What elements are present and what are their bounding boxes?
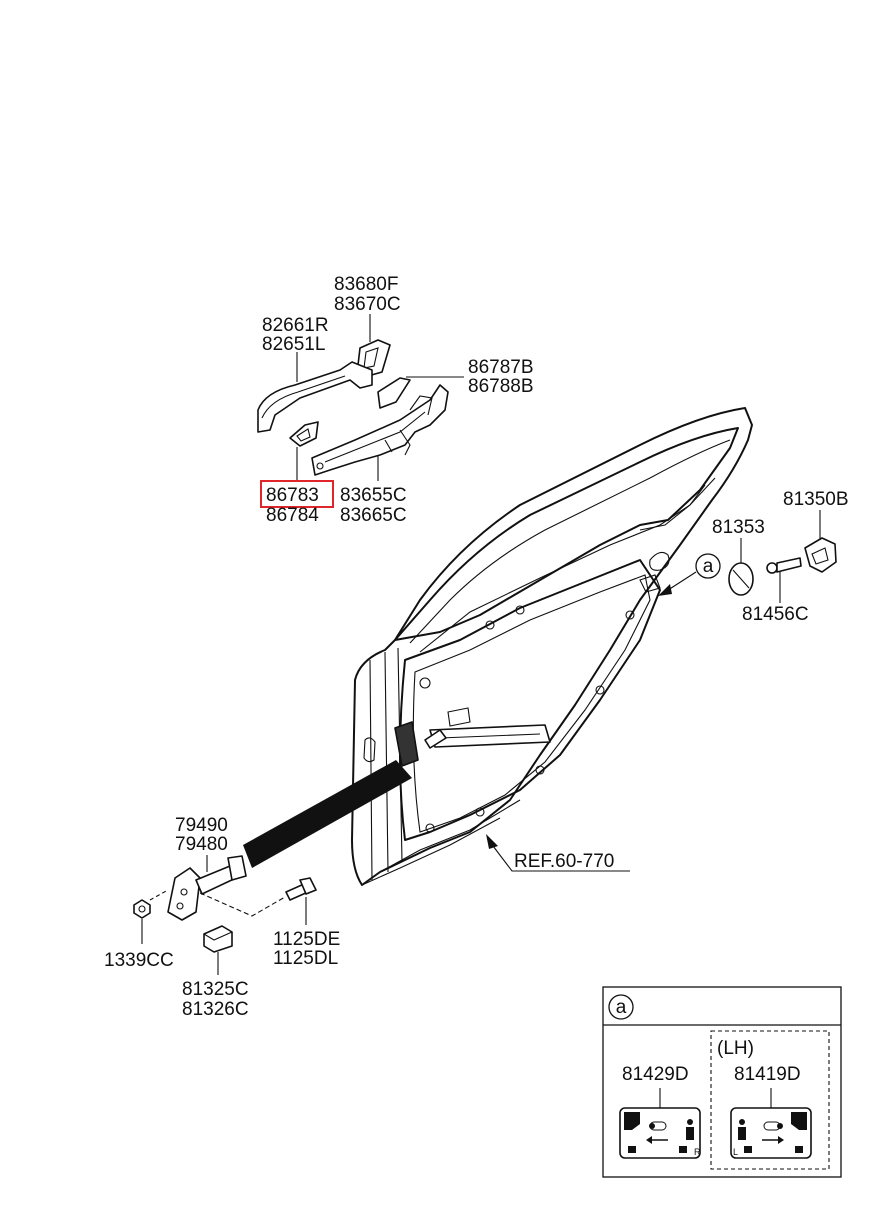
child-lock-label-left: L	[730, 1107, 812, 1159]
side-letter-r: R	[694, 1147, 701, 1157]
callout-a-letter: a	[703, 556, 714, 577]
label-83670C: 83670C	[334, 294, 401, 315]
label-81350B: 81350B	[783, 489, 849, 510]
label-86788B: 86788B	[468, 376, 534, 397]
label-82661R: 82661R	[262, 315, 329, 336]
nut-part	[133, 899, 151, 919]
label-81326C: 81326C	[182, 999, 249, 1020]
label-79480: 79480	[175, 834, 228, 855]
rear-door-frame	[351, 407, 753, 886]
striker-screw-part	[766, 557, 802, 574]
detail-81429D: 81429D	[622, 1064, 689, 1085]
check-cover-part	[203, 925, 233, 953]
label-86783: 86783	[266, 485, 319, 506]
label-1125DE: 1125DE	[273, 929, 340, 950]
label-83680F: 83680F	[334, 274, 398, 295]
bolt-part	[285, 877, 317, 901]
callout-a: a	[695, 553, 721, 579]
side-letter-l: L	[733, 1147, 738, 1157]
gasket-front-part	[289, 421, 319, 447]
label-83665C: 83665C	[340, 505, 407, 526]
label-81325C: 81325C	[182, 979, 249, 1000]
label-1125DL: 1125DL	[273, 948, 338, 969]
outside-handle-part	[257, 361, 373, 433]
detail-a-marker: a	[616, 997, 627, 1018]
gasket-rear-part	[377, 377, 411, 409]
label-79490: 79490	[175, 815, 228, 836]
label-81353: 81353	[712, 517, 765, 538]
ref-label: REF.60-770	[514, 851, 614, 872]
label-83655C: 83655C	[340, 485, 407, 506]
label-86784: 86784	[266, 505, 319, 526]
door-check-part	[167, 855, 247, 921]
latch-pointer-wedge	[243, 760, 412, 868]
highlight-box	[260, 480, 334, 508]
cap-part	[728, 562, 754, 596]
callout-a-arrowhead	[658, 584, 672, 596]
label-1339CC: 1339CC	[104, 950, 174, 971]
handle-bracket-part	[311, 384, 449, 476]
child-lock-label-right: R	[619, 1107, 701, 1159]
ref-arrow	[486, 834, 630, 872]
label-81456C: 81456C	[742, 604, 809, 625]
detail-lh-label: (LH)	[717, 1038, 754, 1059]
detail-a-box: a (LH) 81429D 81419D R	[602, 986, 842, 1178]
label-86787B: 86787B	[468, 357, 534, 378]
label-82651L: 82651L	[262, 334, 325, 355]
detail-81419D: 81419D	[734, 1064, 801, 1085]
striker-part	[804, 537, 837, 573]
